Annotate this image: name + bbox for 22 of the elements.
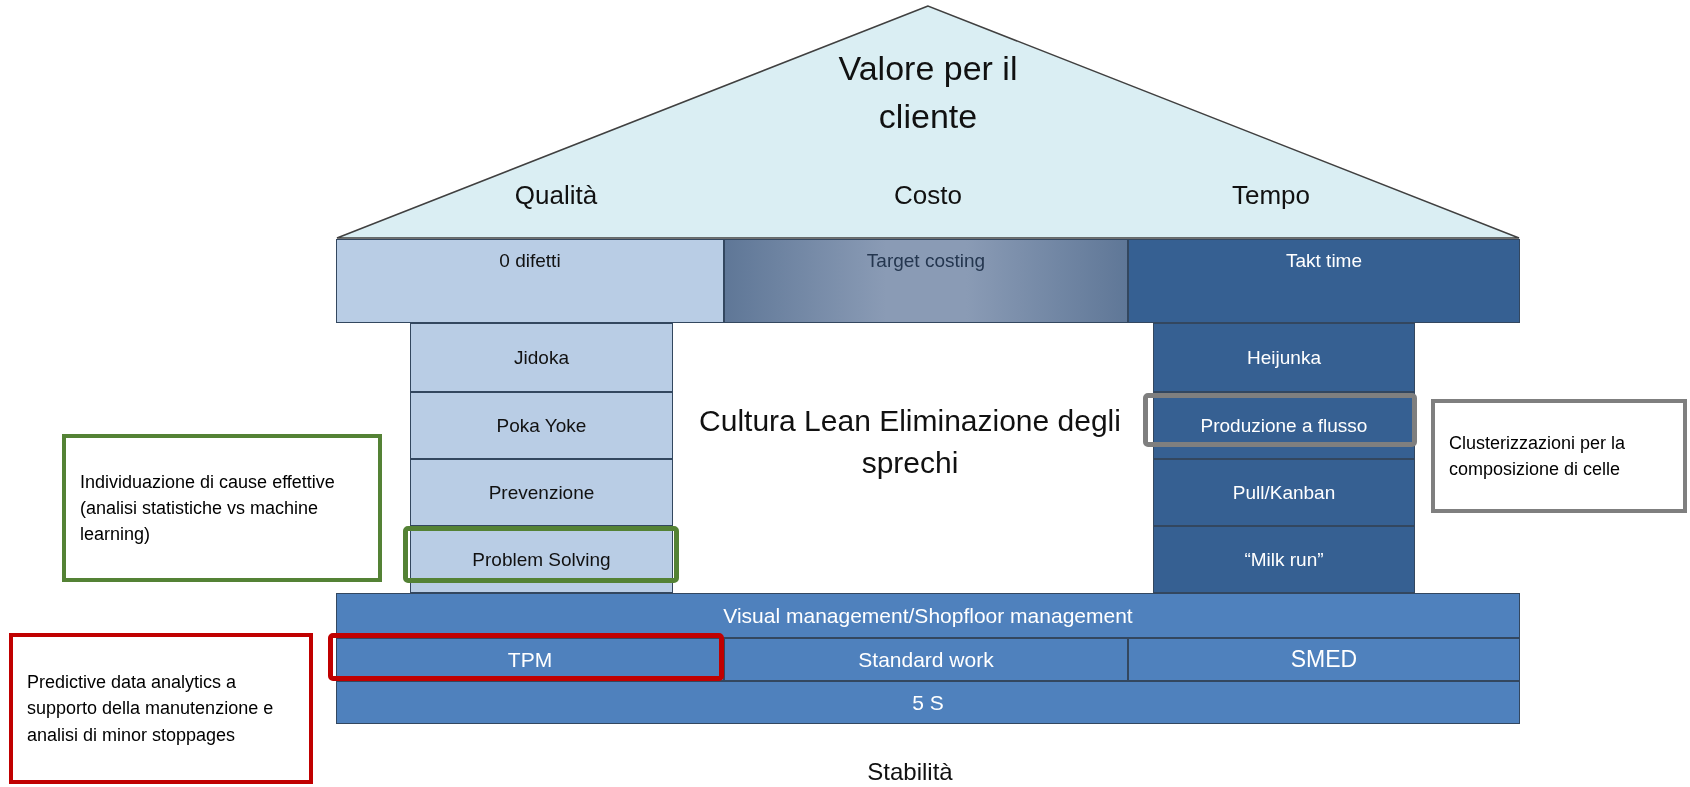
pillar-box: Heijunka	[1153, 323, 1415, 392]
roof-title: Valore per il cliente	[837, 48, 1019, 137]
note-box: Predictive data analytics a supporto della manutenzione e analisi di minor stoppages	[9, 633, 313, 784]
cost-box: Target costing	[724, 239, 1128, 323]
pillar-box: Pull/Kanban	[1153, 459, 1415, 526]
foundation-box: SMED	[1128, 638, 1520, 681]
foundation-box: 5 S	[336, 681, 1520, 724]
time-box: Takt time	[1128, 239, 1520, 323]
pillar-heading: Tempo	[1230, 179, 1311, 212]
pillar-heading: Costo	[893, 179, 963, 212]
center-text: Cultura Lean Eliminazione degli sprechi	[698, 403, 1122, 481]
foundation-box: Visual management/Shopfloor management	[336, 593, 1520, 638]
pillar-box: Prevenzione	[410, 459, 673, 526]
foundation-box: Standard work	[724, 638, 1128, 681]
pillar-box: Jidoka	[410, 323, 673, 392]
pillar-box: Poka Yoke	[410, 392, 673, 459]
note-box: Clusterizzazioni per la composizione di celle	[1431, 399, 1687, 513]
quality-box: 0 difetti	[336, 239, 724, 323]
note-box: Individuazione di cause effettive (analisi statistiche vs machine learning)	[62, 434, 382, 582]
pillar-heading: Qualità	[513, 179, 599, 212]
foundation-caption: Stabilità	[866, 757, 954, 787]
pillar-box: “Milk run”	[1153, 526, 1415, 593]
